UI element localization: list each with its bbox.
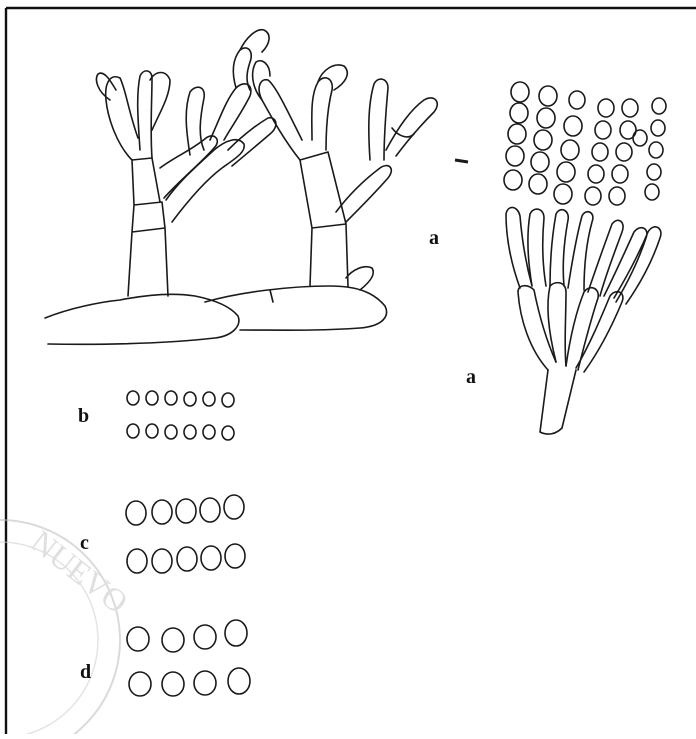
branch-2c — [312, 78, 332, 150]
branch-1f — [210, 84, 251, 140]
label-d: d — [80, 662, 91, 682]
metula-1 — [518, 286, 556, 370]
phialide-1b — [150, 73, 170, 131]
conidial-chains — [504, 82, 666, 205]
branch-1e — [186, 87, 204, 155]
conidia-row-b — [127, 391, 234, 440]
stipe-2 — [300, 152, 348, 286]
branch-2f — [369, 79, 388, 160]
stipe-1 — [128, 158, 168, 296]
label-a-lower: a — [466, 367, 476, 387]
branch-2e — [336, 166, 391, 222]
branch-2h — [392, 128, 414, 137]
substrate-hypha — [45, 294, 239, 344]
creeping-hypha — [205, 286, 387, 330]
metula-4 — [576, 292, 623, 372]
dash-mark — [455, 160, 468, 162]
hypha-bud — [346, 267, 373, 290]
penicillus-stipe — [540, 370, 576, 434]
branch-1b — [138, 71, 152, 158]
branch-2g — [386, 98, 437, 156]
branch-1d — [166, 140, 244, 222]
penicillus-right-drawing — [455, 82, 666, 434]
conidia-row-d — [127, 620, 250, 696]
watermark-seal: NUEVO — [0, 520, 135, 734]
conidia-row-c — [126, 495, 245, 573]
phialides — [506, 207, 661, 304]
label-a-upper: a — [429, 228, 439, 248]
conidiophore-left-drawing — [45, 30, 437, 345]
septum — [270, 290, 273, 302]
label-b: b — [78, 406, 89, 426]
label-c: c — [80, 533, 89, 553]
branch-1a — [106, 77, 138, 160]
metula-2 — [548, 283, 566, 366]
